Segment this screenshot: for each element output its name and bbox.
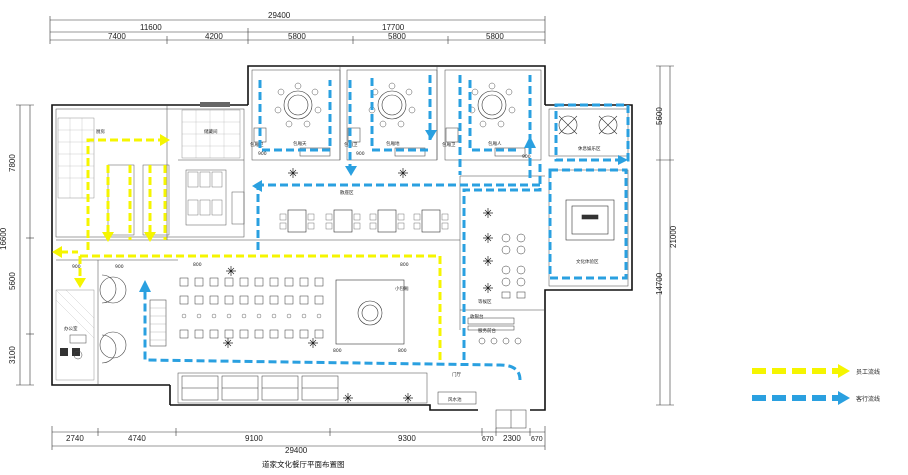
plant-icon xyxy=(223,338,233,348)
dim-bottom-seg-5: 670 xyxy=(482,436,494,443)
room-label-entry-hall: 风水池 xyxy=(448,396,462,403)
kitchen-area xyxy=(57,102,245,236)
room-label-culture: 文化体验区 xyxy=(576,258,599,265)
door-width-label: 900 xyxy=(258,151,267,157)
dim-top-seg-1: 7400 xyxy=(108,32,126,41)
door-width-label: 800 xyxy=(398,348,407,354)
door-width-label: 900 xyxy=(522,154,531,160)
exterior-walls xyxy=(51,65,633,411)
dim-right-seg-1: 5600 xyxy=(655,107,664,125)
dim-bottom-seg-2: 4740 xyxy=(128,434,146,443)
dim-left-seg-2: 5600 xyxy=(8,272,17,290)
left-dimension-lines xyxy=(16,104,34,386)
plant-icon xyxy=(483,256,493,266)
bottom-dimension-lines xyxy=(51,426,546,450)
top-dimension-lines xyxy=(49,16,546,44)
legend-guest-flow xyxy=(752,391,850,405)
guest-flow-lines xyxy=(143,75,630,381)
door-width-label: 800 xyxy=(193,262,202,268)
office-area xyxy=(55,274,127,381)
plant-icon xyxy=(398,168,408,178)
room-label-bar: 收银台 xyxy=(470,313,484,320)
room-label-dining: 散座区 xyxy=(340,189,354,196)
plant-icon xyxy=(226,266,236,276)
guest-flow-arrowheads xyxy=(139,130,628,292)
dim-bottom-seg-7: 670 xyxy=(531,436,543,443)
door-width-label: 900 xyxy=(115,264,124,270)
legend-staff-flow xyxy=(752,364,850,378)
plan-title: 道家文化餐厅平面布置图 xyxy=(262,459,345,469)
room-label-private-3: 包厢人 xyxy=(488,140,502,147)
plant-icon xyxy=(483,208,493,218)
dim-bottom-total: 29400 xyxy=(285,446,308,455)
room-label-toilet-1: 包厢卫 xyxy=(250,141,264,148)
room-label-service: 服务前台 xyxy=(478,327,496,334)
plant-icon xyxy=(308,338,318,348)
waiting-area-seats xyxy=(467,233,526,345)
interior-outline xyxy=(55,66,629,404)
door-width-label: 900 xyxy=(72,264,81,270)
dining-tables xyxy=(149,209,449,347)
dim-top-total: 29400 xyxy=(268,11,291,20)
dim-bottom-seg-3: 9100 xyxy=(245,434,263,443)
plant-icon xyxy=(483,283,493,293)
dim-bottom-seg-1: 2740 xyxy=(66,434,84,443)
plant-icon xyxy=(288,168,298,178)
legend-label-staff: 员工流线 xyxy=(856,368,880,376)
plant-icon xyxy=(483,233,493,243)
dim-left-seg-3: 3100 xyxy=(8,346,17,364)
dim-bottom-seg-4: 9300 xyxy=(398,434,416,443)
right-dimension-lines xyxy=(656,65,674,406)
door-width-label: 800 xyxy=(400,262,409,268)
door-width-label: 900 xyxy=(356,151,365,157)
room-label-private-1: 包厢天 xyxy=(293,140,307,147)
dim-top-seg-3: 5800 xyxy=(288,32,306,41)
dim-top-right-group: 17700 xyxy=(382,23,405,32)
staff-flow-arrowheads xyxy=(52,134,170,288)
dim-bottom-seg-6: 2300 xyxy=(503,434,521,443)
plant-icons xyxy=(223,168,493,403)
dim-top-seg-4: 5800 xyxy=(388,32,406,41)
dim-right-total: 21000 xyxy=(669,225,678,248)
room-label-leisure: 休息娱乐区 xyxy=(578,145,601,152)
staff-flow-lines xyxy=(60,138,442,365)
room-label-toilet-3: 包厢卫 xyxy=(442,141,456,148)
dim-top-seg-5: 5800 xyxy=(486,32,504,41)
plant-icon xyxy=(343,393,353,403)
room-label-office: 办公室 xyxy=(64,325,78,332)
private-room-tables xyxy=(253,82,526,157)
room-label-private-2: 包厢地 xyxy=(386,140,400,147)
dim-top-seg-2: 4200 xyxy=(205,32,223,41)
dim-left-total: 16600 xyxy=(0,227,8,250)
dim-left-seg-1: 7800 xyxy=(8,154,17,172)
room-label-small-room: 小包厢 xyxy=(395,285,409,292)
dim-right-seg-2: 14700 xyxy=(655,272,664,295)
entrance-area xyxy=(181,375,527,429)
room-label-waiting: 等候区 xyxy=(478,298,492,305)
room-label-kitchen: 厨房 xyxy=(96,128,105,135)
culture-furniture xyxy=(565,199,615,241)
room-label-entrance: 门厅 xyxy=(452,371,461,378)
legend-label-guest: 客行流线 xyxy=(856,395,880,403)
dim-top-left-group: 11600 xyxy=(140,23,162,32)
leisure-furniture xyxy=(558,115,618,135)
room-label-storage: 储藏间 xyxy=(204,128,218,135)
plant-icon xyxy=(403,393,413,403)
door-width-label: 800 xyxy=(333,348,342,354)
